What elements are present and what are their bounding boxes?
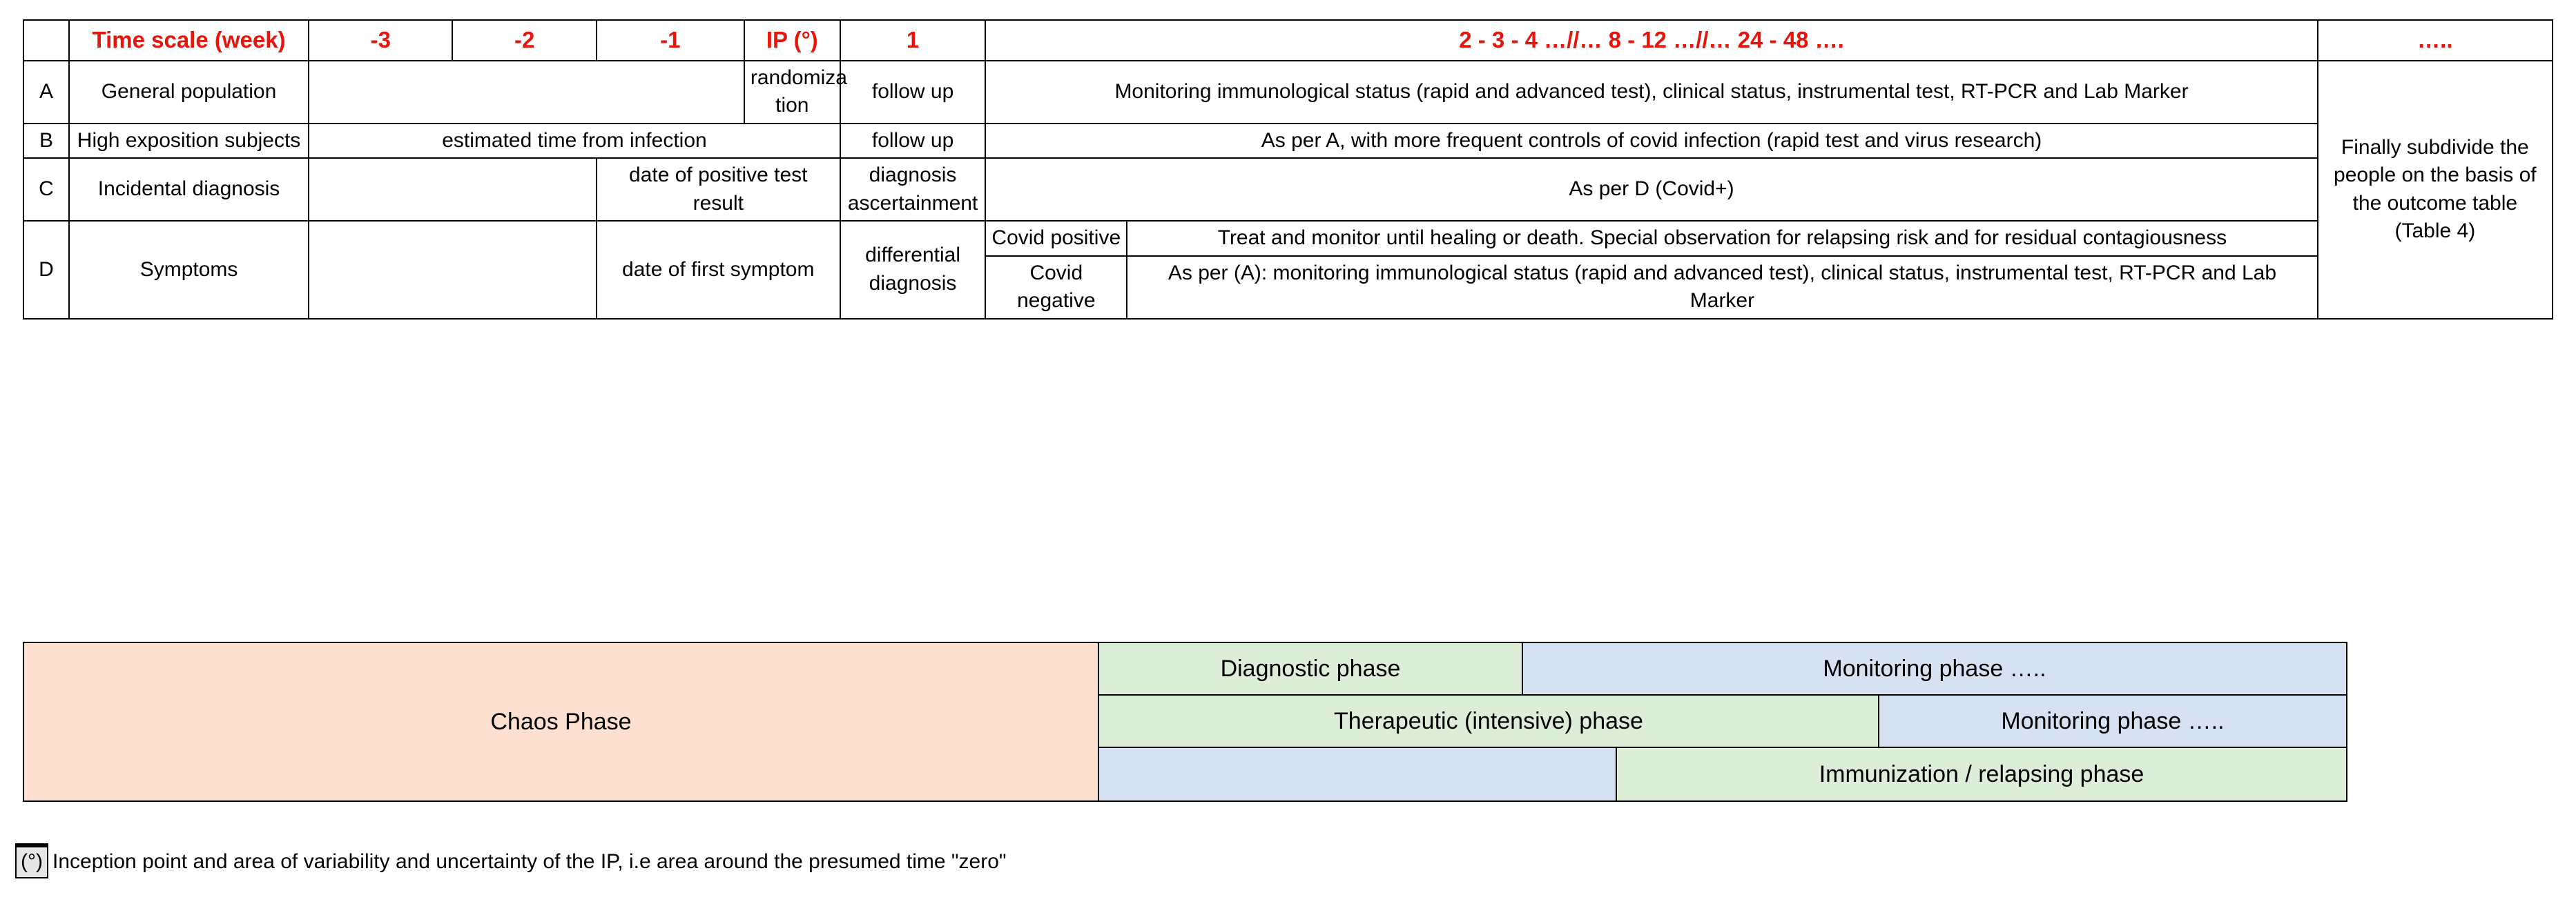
row-d-week1: differential diagnosis bbox=[839, 220, 987, 320]
row-b-action: As per A, with more frequent controls of… bbox=[985, 122, 2318, 159]
header-ip: IP (°) bbox=[743, 19, 841, 61]
footnote-text: Inception point and area of variability … bbox=[52, 850, 1007, 873]
phase-therapeutic: Therapeutic (intensive) phase bbox=[1098, 694, 1879, 748]
phase-band: Chaos Phase Diagnostic phase Monitoring … bbox=[23, 642, 2347, 802]
row-a-week1: follow up bbox=[839, 59, 987, 124]
table-header-row: Time scale (week) -3 -2 -1 IP (°) 1 2 - … bbox=[23, 19, 2554, 61]
phase-monitoring-2: Monitoring phase ….. bbox=[1878, 694, 2347, 748]
row-group-a: General population bbox=[68, 59, 310, 124]
phase-diagnostic: Diagnostic phase bbox=[1098, 642, 1523, 696]
row-d-action-negative: As per (A): monitoring immunological sta… bbox=[1126, 255, 2318, 320]
row-d-ip-note: date of first symptom bbox=[595, 220, 841, 320]
row-key-b: B bbox=[23, 122, 70, 159]
header-week-minus2: -2 bbox=[452, 19, 597, 61]
row-group-c: Incidental diagnosis bbox=[68, 157, 310, 222]
phase-chaos: Chaos Phase bbox=[23, 642, 1099, 802]
header-last: ….. bbox=[2316, 19, 2554, 61]
header-key-col bbox=[23, 19, 70, 61]
table-row: B High exposition subjects estimated tim… bbox=[23, 122, 2553, 159]
row-group-b: High exposition subjects bbox=[68, 122, 310, 159]
row-d-pre-ip bbox=[308, 220, 597, 320]
row-key-d: D bbox=[23, 220, 70, 320]
row-a-action: Monitoring immunological status (rapid a… bbox=[985, 59, 2318, 124]
row-a-ip-note: randomiza tion bbox=[743, 59, 847, 124]
phase-blank-blue bbox=[1098, 747, 1617, 802]
row-c-week1: diagnosis ascertainment bbox=[839, 157, 987, 222]
row-key-a: A bbox=[23, 59, 70, 124]
row-a-pre-ip bbox=[308, 59, 745, 124]
study-timeline-table: Time scale (week) -3 -2 -1 IP (°) 1 2 - … bbox=[23, 19, 2554, 320]
row-d-status-positive: Covid positive bbox=[985, 220, 1128, 257]
row-key-c: C bbox=[23, 157, 70, 222]
row-group-d: Symptoms bbox=[68, 220, 310, 320]
header-week-1: 1 bbox=[839, 19, 987, 61]
header-time-scale: Time scale (week) bbox=[68, 19, 310, 61]
row-c-pre-ip bbox=[308, 157, 597, 222]
phase-immunization: Immunization / relapsing phase bbox=[1616, 747, 2347, 802]
table-row: Covid negative As per (A): monitoring im… bbox=[23, 255, 2553, 320]
outcome-note-cell: Finally subdivide the people on the basi… bbox=[2316, 59, 2554, 320]
phase-monitoring-1: Monitoring phase ….. bbox=[1522, 642, 2347, 696]
table-row: C Incidental diagnosis date of positive … bbox=[23, 157, 2553, 222]
table-row: A General population randomiza tion foll… bbox=[23, 59, 2554, 320]
row-b-pre-ip: estimated time from infection bbox=[308, 122, 841, 159]
row-b-week1: follow up bbox=[839, 122, 987, 159]
footnote: (°) Inception point and area of variabil… bbox=[15, 843, 1007, 878]
row-c-action: As per D (Covid+) bbox=[985, 157, 2318, 222]
row-c-ip-note: date of positive test result bbox=[595, 157, 841, 222]
row-d-status-negative: Covid negative bbox=[985, 255, 1128, 320]
header-week-later: 2 - 3 - 4 …//… 8 - 12 …//… 24 - 48 …. bbox=[985, 19, 2318, 61]
header-week-minus1: -1 bbox=[595, 19, 745, 61]
table-row: D Symptoms date of first symptom differe… bbox=[23, 220, 2553, 320]
row-d-action-positive: Treat and monitor until healing or death… bbox=[1126, 220, 2318, 257]
header-week-minus3: -3 bbox=[308, 19, 454, 61]
footnote-marker-box: (°) bbox=[15, 843, 48, 878]
